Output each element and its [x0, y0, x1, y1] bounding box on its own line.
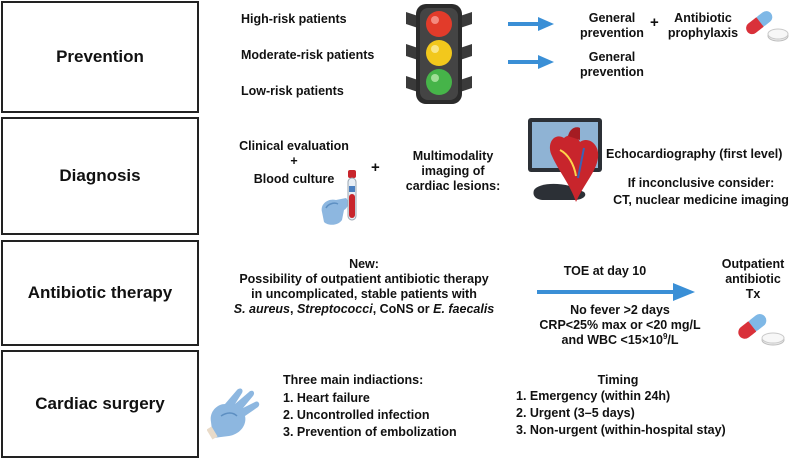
- section-surgery-label: Cardiac surgery: [35, 394, 165, 413]
- general-prevention-moderate: General prevention: [574, 50, 650, 80]
- general-prevention-high-line1: General: [588, 11, 636, 25]
- pill-icon: [738, 314, 785, 346]
- outpatient-line1: Possibility of outpatient antibiotic the…: [239, 272, 489, 286]
- multimodality-line3: cardiac lesions:: [405, 179, 501, 193]
- section-antibiotic: Antibiotic therapy: [1, 240, 199, 346]
- organism-s-aureus: S. aureus: [233, 302, 291, 316]
- wbc-suffix: /L: [667, 333, 679, 347]
- indication-1: 1. Heart failure: [283, 391, 370, 405]
- multimodality-line2: imaging of: [421, 164, 485, 178]
- arrow-antibiotic: [537, 283, 695, 301]
- if-inconclusive-label: If inconclusive consider:: [627, 176, 775, 190]
- general-prevention-moderate-line1: General: [588, 50, 636, 64]
- arrow-moderate-risk: [508, 55, 554, 69]
- multimodality-imaging: Multimodality imaging of cardiac lesions…: [389, 149, 517, 194]
- organisms-line: S. aureus, Streptococci, CoNS or E. faec…: [216, 302, 512, 317]
- high-risk-label: High-risk patients: [241, 12, 347, 26]
- blood-culture-label: Blood culture: [253, 172, 335, 186]
- section-diagnosis: Diagnosis: [1, 117, 199, 235]
- blood-tube-icon: [321, 170, 357, 225]
- section-antibiotic-label: Antibiotic therapy: [27, 283, 173, 302]
- wbc-label: and WBC <15×109/L: [514, 331, 726, 348]
- timing-1: 1. Emergency (within 24h): [516, 389, 671, 403]
- moderate-risk-label: Moderate-risk patients: [241, 48, 375, 62]
- wbc-exponent: 9: [662, 331, 668, 341]
- outpatient-line2: in uncomplicated, stable patients with: [251, 287, 477, 301]
- criteria-text: No fever >2 days CRP<25% max or <20 mg/L…: [514, 303, 726, 348]
- indications-title: Three main indiactions:: [283, 373, 424, 387]
- organism-streptococci: Streptococci: [296, 302, 373, 316]
- crp-label: CRP<25% max or <20 mg/L: [539, 318, 701, 332]
- multimodality-line1: Multimodality: [412, 149, 494, 163]
- ct-nuclear-label: CT, nuclear medicine imaging: [613, 193, 789, 207]
- low-risk-label: Low-risk patients: [241, 84, 344, 98]
- toe-label: TOE at day 10: [563, 264, 647, 278]
- arrow-high-risk: [508, 17, 554, 31]
- monitor-heart-icon: [528, 118, 602, 202]
- general-prevention-high: General prevention: [574, 11, 650, 41]
- echocardiography: Echocardiography (first level): [606, 147, 783, 161]
- antibiotic-prophylaxis-line1: Antibiotic: [674, 11, 732, 25]
- gloved-hand-icon: [207, 388, 260, 440]
- no-fever-label: No fever >2 days: [570, 303, 670, 317]
- timing-3: 3. Non-urgent (within-hospital stay): [516, 423, 726, 437]
- prevention-plus: +: [650, 14, 659, 31]
- indication-3: 3. Prevention of embolization: [283, 425, 457, 439]
- new-label: New:: [349, 257, 379, 271]
- clinical-evaluation: Clinical evaluation + Blood culture: [224, 139, 364, 187]
- timing-2: 2. Urgent (3–5 days): [516, 406, 635, 420]
- diagnosis-plus-2: +: [371, 159, 380, 176]
- outpatient-tx: Outpatient antibiotic Tx: [708, 257, 798, 302]
- new-outpatient-text: New: Possibility of outpatient antibioti…: [216, 257, 512, 317]
- timing-title: Timing: [597, 373, 639, 387]
- section-diagnosis-label: Diagnosis: [59, 166, 141, 185]
- section-surgery: Cardiac surgery: [1, 350, 199, 458]
- outpatient-tx-line3: Tx: [745, 287, 761, 301]
- pill-icon: [746, 11, 789, 42]
- clinical-evaluation-label: Clinical evaluation: [239, 139, 349, 153]
- outpatient-tx-line1: Outpatient: [721, 257, 785, 271]
- organism-sep-1: ,: [290, 302, 297, 316]
- organism-sep-2: , CoNS or: [372, 302, 434, 316]
- general-prevention-high-line2: prevention: [580, 26, 644, 40]
- indication-2: 2. Uncontrolled infection: [283, 408, 430, 422]
- if-inconclusive: If inconclusive consider: CT, nuclear me…: [604, 176, 798, 208]
- antibiotic-prophylaxis-line2: prophylaxis: [667, 26, 739, 40]
- wbc-prefix: and WBC <15×10: [561, 333, 663, 347]
- outpatient-tx-line2: antibiotic: [725, 272, 781, 286]
- traffic-light-icon: [406, 4, 472, 104]
- section-prevention: Prevention: [1, 1, 199, 113]
- diagnosis-plus-1: +: [290, 154, 298, 168]
- general-prevention-moderate-line2: prevention: [580, 65, 644, 79]
- antibiotic-prophylaxis: Antibiotic prophylaxis: [664, 11, 742, 41]
- section-prevention-label: Prevention: [56, 47, 144, 66]
- organism-e-faecalis: E. faecalis: [433, 302, 495, 316]
